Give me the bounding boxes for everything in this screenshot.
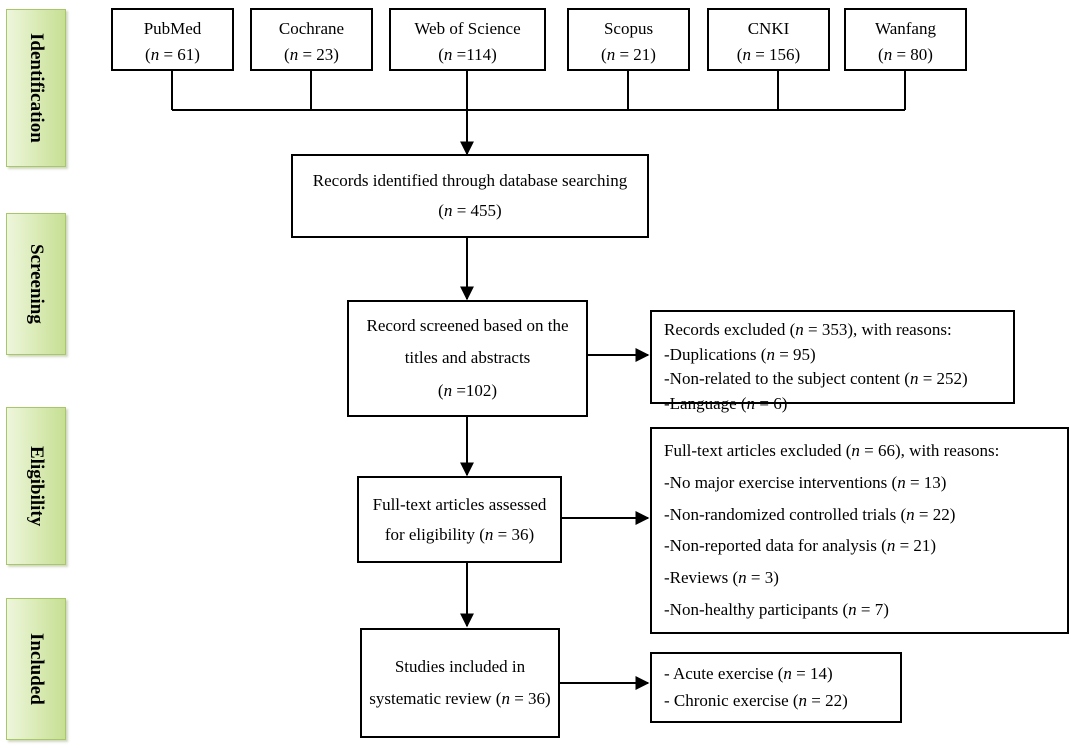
eligibility-line1: Full-text articles assessed bbox=[372, 494, 547, 514]
database-name: PubMed bbox=[143, 19, 202, 38]
eq-symbol: = bbox=[452, 380, 466, 400]
fulltext-excluded-count: 66 bbox=[878, 441, 896, 460]
database-name: Scopus bbox=[603, 19, 654, 38]
records-identified-label: Records identified through database sear… bbox=[312, 171, 628, 191]
stage-label-eligibility: Eligibility bbox=[26, 445, 47, 527]
eligibility-assessment-box: Full-text articles assessed for eligibil… bbox=[357, 476, 562, 563]
included-type-item: - Chronic exercise (n = 22) bbox=[664, 691, 848, 711]
close-paren: ) bbox=[794, 45, 801, 65]
stage-included: Included bbox=[6, 598, 66, 740]
studies-included-line1: Studies included in bbox=[394, 656, 526, 676]
records-screened-box: Record screened based on the titles and … bbox=[347, 300, 588, 417]
studies-included-box: Studies included in systematic review (n… bbox=[360, 628, 560, 738]
eq-symbol: = bbox=[750, 45, 770, 65]
database-box-cochrane: Cochrane (n = 23) bbox=[250, 8, 373, 71]
stage-label-identification: Identification bbox=[26, 33, 47, 143]
close-paren: ) bbox=[491, 45, 497, 65]
close-paren: ) bbox=[650, 45, 656, 65]
eq-symbol: = bbox=[452, 201, 471, 220]
eq-symbol: = bbox=[615, 45, 634, 65]
exclusion-reason: -Non-randomized controlled trials (n = 2… bbox=[664, 504, 956, 524]
stage-eligibility: Eligibility bbox=[6, 407, 66, 565]
n-symbol: n bbox=[443, 45, 453, 65]
close-paren: ) bbox=[194, 45, 200, 65]
database-name: Cochrane bbox=[278, 19, 345, 38]
eq-symbol: = bbox=[452, 45, 467, 65]
n-symbol: n bbox=[443, 380, 453, 400]
database-count: 114 bbox=[466, 45, 492, 65]
database-box-pubmed: PubMed (n = 61) bbox=[111, 8, 234, 71]
studies-included-count: 36 bbox=[528, 689, 546, 708]
database-count: 80 bbox=[910, 45, 928, 65]
close-paren: ) bbox=[491, 380, 498, 400]
exclusion-reason: -Non-related to the subject content (n =… bbox=[664, 369, 968, 389]
records-excluded-box: Records excluded (n = 353), with reasons… bbox=[650, 310, 1015, 413]
n-symbol: n bbox=[443, 201, 453, 220]
included-type-item: - Acute exercise (n = 14) bbox=[664, 664, 833, 683]
fulltext-excluded-box: Full-text articles excluded (n = 66), wi… bbox=[650, 427, 1069, 634]
database-box-wanfang: Wanfang (n = 80) bbox=[844, 8, 967, 71]
records-screened-line1: Record screened based on the bbox=[366, 316, 569, 336]
records-identified-count: 455 bbox=[470, 201, 497, 220]
exclusion-reason: -Non-healthy participants (n = 7) bbox=[664, 599, 889, 619]
database-box-scopus: Scopus (n = 21) bbox=[567, 8, 690, 71]
stage-screening: Screening bbox=[6, 213, 66, 355]
records-identified-box: Records identified through database sear… bbox=[291, 154, 649, 238]
exclusion-reason: -Language (n = 6) bbox=[664, 393, 788, 413]
exclusion-reason: -Reviews (n = 3) bbox=[664, 568, 779, 588]
stage-identification: Identification bbox=[6, 9, 66, 167]
n-symbol: n bbox=[742, 45, 751, 65]
database-count: 21 bbox=[633, 45, 651, 65]
records-excluded-count: 353 bbox=[821, 320, 848, 339]
close-paren: ) bbox=[333, 45, 339, 65]
database-name: Web of Science bbox=[414, 19, 521, 38]
close-paren: ) bbox=[496, 201, 502, 220]
database-count: 61 bbox=[177, 45, 195, 65]
exclusion-reason: -Duplications (n = 95) bbox=[664, 344, 816, 364]
n-symbol: n bbox=[289, 45, 299, 65]
records-screened-line2: titles and abstracts bbox=[404, 348, 531, 368]
database-name: Wanfang bbox=[875, 19, 936, 38]
eq-symbol: = bbox=[892, 45, 911, 65]
close-paren: ) bbox=[927, 45, 933, 65]
exclusion-reason: -Non-reported data for analysis (n = 21) bbox=[664, 536, 937, 556]
n-symbol: n bbox=[883, 45, 893, 65]
records-screened-count: 102 bbox=[465, 380, 492, 400]
n-symbol: n bbox=[150, 45, 160, 65]
database-box-web-of-science: Web of Science (n =114) bbox=[389, 8, 546, 71]
fulltext-excluded-header: Full-text articles excluded (n = 66), wi… bbox=[664, 441, 1000, 460]
included-types-box: - Acute exercise (n = 14) - Chronic exer… bbox=[650, 652, 902, 723]
stage-label-screening: Screening bbox=[26, 244, 47, 324]
database-box-cnki: CNKI (n = 156) bbox=[707, 8, 830, 71]
records-excluded-header: Records excluded (n = 353), with reasons… bbox=[664, 320, 952, 339]
database-count: 156 bbox=[769, 45, 795, 65]
stage-label-included: Included bbox=[26, 633, 47, 705]
eq-symbol: = bbox=[298, 45, 317, 65]
database-count: 23 bbox=[316, 45, 334, 65]
n-symbol: n bbox=[606, 45, 616, 65]
database-name: CNKI bbox=[747, 19, 790, 38]
exclusion-reason: -No major exercise interventions (n = 13… bbox=[664, 472, 947, 492]
eligibility-count: 36 bbox=[511, 524, 529, 544]
eq-symbol: = bbox=[159, 45, 178, 65]
